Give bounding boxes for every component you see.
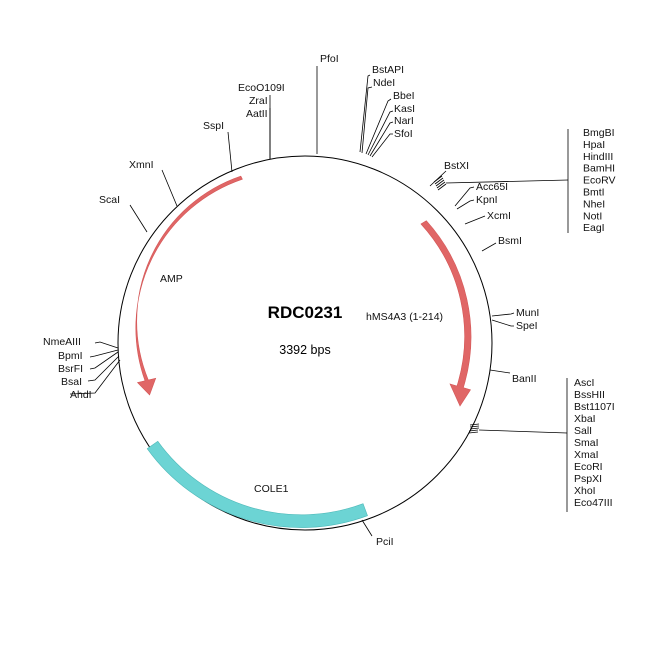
hms4a3-feature-label: hMS4A3 (1-214) [366, 311, 443, 323]
mcs-site-label-hindiii: HindIII [583, 151, 613, 163]
site-label-spei: SpeI [516, 320, 538, 332]
plasmid-name: RDC0231 [268, 303, 343, 322]
site-label-sfoi: SfoI [394, 128, 413, 140]
site-label-kpni: KpnI [476, 194, 498, 206]
feature-layer: AMP hMS4A3 (1-214) COLE1 [135, 175, 472, 528]
site-label-sspi: SspI [203, 120, 224, 132]
site-label-bstxi: BstXI [444, 160, 469, 172]
cole1-feature [146, 440, 368, 528]
mcs-site-label-bmgbi: BmgBI [583, 127, 615, 139]
mcs-site-label-noti: NotI [583, 210, 602, 222]
site-label-eco0109i: EcoO109I [238, 82, 285, 94]
mcs-site-label-bmti: BmtI [583, 187, 605, 199]
mcs-upper-cluster [433, 129, 569, 233]
mcs-site-label-asci: AscI [574, 377, 594, 389]
mcs-site-label-ecori: EcoRI [574, 461, 603, 473]
site-label-layer: PfoI EcoO109I ZraI AatII SspI XmnI ScaI … [43, 53, 539, 548]
mcs-site-label-xhoi: XhoI [574, 485, 596, 497]
mcs-site-label-ecorv: EcoRV [583, 175, 616, 187]
mcs-site-label-xmai: XmaI [574, 449, 599, 461]
mcs-lower-label-group: AscIBssHIIBst1107IXbaISalISmaIXmaIEcoRIP… [574, 377, 615, 509]
site-label-bbei: BbeI [393, 90, 415, 102]
mcs-site-label-hpai: HpaI [583, 139, 605, 151]
site-label-bpmi: BpmI [58, 350, 83, 362]
mcs-site-label-eco47iii: Eco47III [574, 497, 613, 509]
site-label-kasi: KasI [394, 103, 415, 115]
site-label-muni: MunI [516, 307, 539, 319]
site-label-ahdi: AhdI [70, 389, 92, 401]
site-label-scai: ScaI [99, 194, 120, 206]
mcs-site-label-bst1107i: Bst1107I [574, 401, 615, 413]
cole1-feature-label: COLE1 [254, 483, 289, 495]
site-label-banii: BanII [512, 373, 537, 385]
site-label-xmni: XmnI [129, 159, 154, 171]
site-label-aatii: AatII [246, 108, 268, 120]
amp-feature-label: AMP [160, 273, 183, 285]
site-label-bsrfi: BsrFI [58, 363, 83, 375]
site-label-pcii: PciI [376, 536, 394, 548]
mcs-lower-cluster [468, 378, 568, 512]
plasmid-size: 3392 bps [279, 343, 330, 357]
mcs-site-label-eagi: EagI [583, 222, 605, 234]
mcs-site-label-sali: SalI [574, 425, 592, 437]
site-tick-layer [69, 66, 515, 537]
mcs-site-label-pspxi: PspXI [574, 473, 602, 485]
site-label-bsmi: BsmI [498, 235, 522, 247]
site-label-pfoi: PfoI [320, 53, 339, 65]
mcs-upper-label-group: BmgBIHpaIHindIIIBamHIEcoRVBmtINheINotIEa… [583, 127, 616, 234]
site-label-zrai: ZraI [249, 95, 268, 107]
hms4a3-feature-arrow [420, 220, 472, 407]
site-label-nari: NarI [394, 115, 414, 127]
mcs-site-label-bsshii: BssHII [574, 389, 605, 401]
site-label-bsai: BsaI [61, 376, 82, 388]
plasmid-backbone [117, 155, 493, 531]
mcs-site-label-xbai: XbaI [574, 413, 596, 425]
site-label-nmeaiii: NmeAIII [43, 336, 81, 348]
site-label-acc65i: Acc65I [476, 181, 508, 193]
amp-feature-arrow [135, 175, 243, 396]
mcs-site-label-nhei: NheI [583, 198, 605, 210]
mcs-site-label-bamhi: BamHI [583, 163, 615, 175]
site-label-bstapi: BstAPI [372, 64, 404, 76]
site-label-ndei: NdeI [373, 77, 395, 89]
mcs-site-label-smai: SmaI [574, 437, 599, 449]
site-label-xcmi: XcmI [487, 210, 511, 222]
